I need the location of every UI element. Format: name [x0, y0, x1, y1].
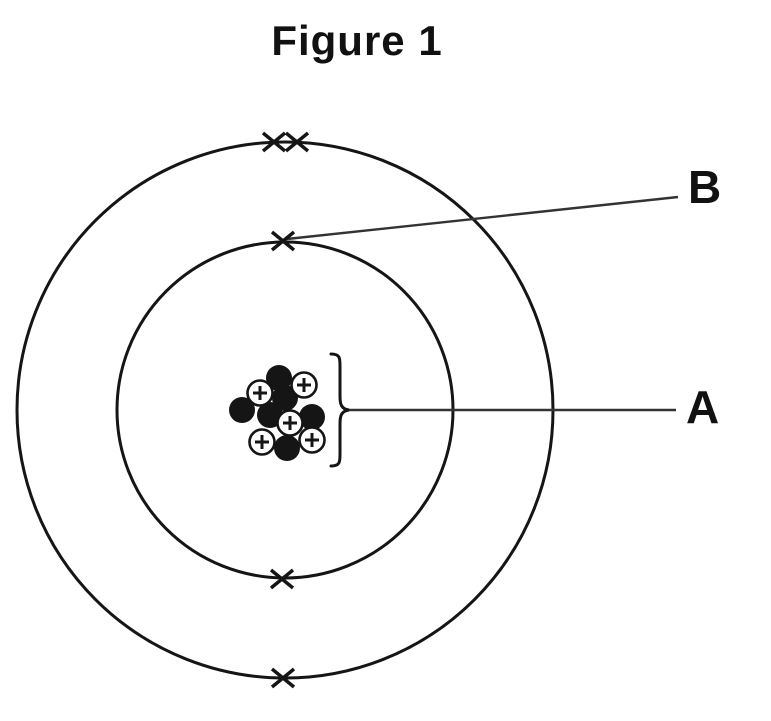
electron-cross-icon	[261, 131, 287, 153]
electron-cross-icon	[270, 667, 296, 689]
neutron-particle	[229, 397, 255, 423]
neutron-particle	[274, 435, 300, 461]
proton-particle	[276, 409, 304, 437]
proton-particle	[248, 428, 276, 456]
figure-title: Figure 1	[271, 17, 443, 64]
proton-particle	[298, 426, 326, 454]
pointer-line-b	[286, 195, 679, 241]
proton-particle	[290, 371, 318, 399]
proton-particle	[246, 379, 274, 407]
nucleus-brace	[329, 352, 350, 468]
label-b: B	[688, 161, 722, 213]
neutron-particle	[272, 385, 298, 411]
label-a: A	[686, 381, 720, 433]
neutron-particle	[299, 404, 325, 430]
electron-cross-icon	[284, 131, 310, 153]
electron-cross-icon	[269, 568, 295, 590]
electron-cross-icon	[270, 230, 296, 252]
neutron-particle	[266, 365, 292, 391]
